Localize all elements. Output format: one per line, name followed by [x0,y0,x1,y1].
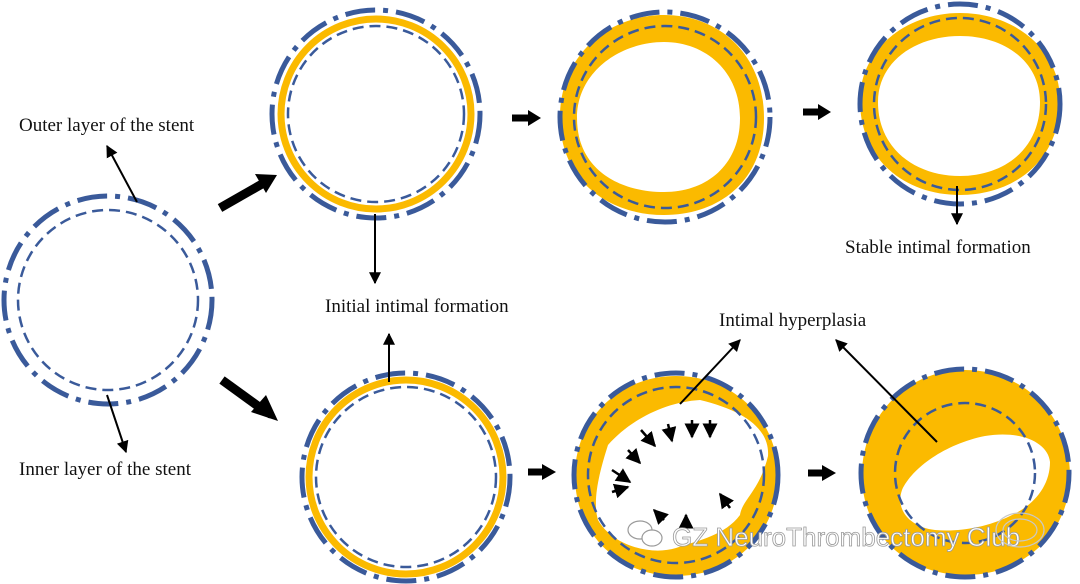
arrow-bottom-1 [528,464,556,480]
arrow-top-2 [803,104,831,120]
bottom-hyperplasia-stage [571,370,781,580]
inner-layer-label: Inner layer of the stent [19,459,192,480]
bottom-severe-stage [858,366,1072,580]
inner-stent-layer [872,16,1048,192]
inner-stent-layer [314,385,498,569]
outer-layer-pointer [106,144,138,203]
inner-stent-layer [286,24,466,204]
growth-arrows [611,420,734,529]
outer-stent-layer [571,370,781,580]
outer-stent-layer [557,9,773,225]
outer-layer-label: Outer layer of the stent [19,115,195,136]
intima-layer [305,376,507,578]
top-growing-stage [557,9,773,225]
top-stable-stage [857,1,1063,207]
outer-stent-layer [299,370,513,584]
intima-layer [575,376,778,576]
intima-layer [860,13,1060,195]
branch-arrow-up [217,174,277,212]
hyperplasia-pointer-2 [835,339,938,443]
watermark: GZ NeuroThrombectomy Club [627,512,1045,552]
hyperplasia-pointer-1 [679,339,741,405]
intima-layer [862,370,1070,575]
arrow-bottom-2 [808,465,836,481]
initial-formation-label: Initial intimal formation [325,296,509,317]
inner-stent-layer [586,385,766,565]
stable-formation-label: Stable intimal formation [845,237,1031,258]
inner-stent-layer [893,401,1037,545]
outer-stent-layer [858,366,1072,580]
branch-arrow-down [219,376,278,421]
outer-stent-layer [269,7,483,221]
watermark-text: GZ NeuroThrombectomy Club [672,522,1020,552]
top-initial-stage [269,7,483,221]
inner-layer-pointer [106,394,129,454]
bare-stent [1,193,215,407]
bottom-initial-stage [299,370,513,584]
inner-stent-layer [16,208,200,392]
hyperplasia-label: Intimal hyperplasia [719,310,867,331]
arrow-top-1 [512,110,541,126]
seal-icon [995,512,1045,548]
inner-stent-layer [572,24,758,210]
outer-stent-layer [857,1,1063,207]
outer-stent-layer [1,193,215,407]
intima-layer [277,15,475,213]
wechat-icon [627,520,663,547]
